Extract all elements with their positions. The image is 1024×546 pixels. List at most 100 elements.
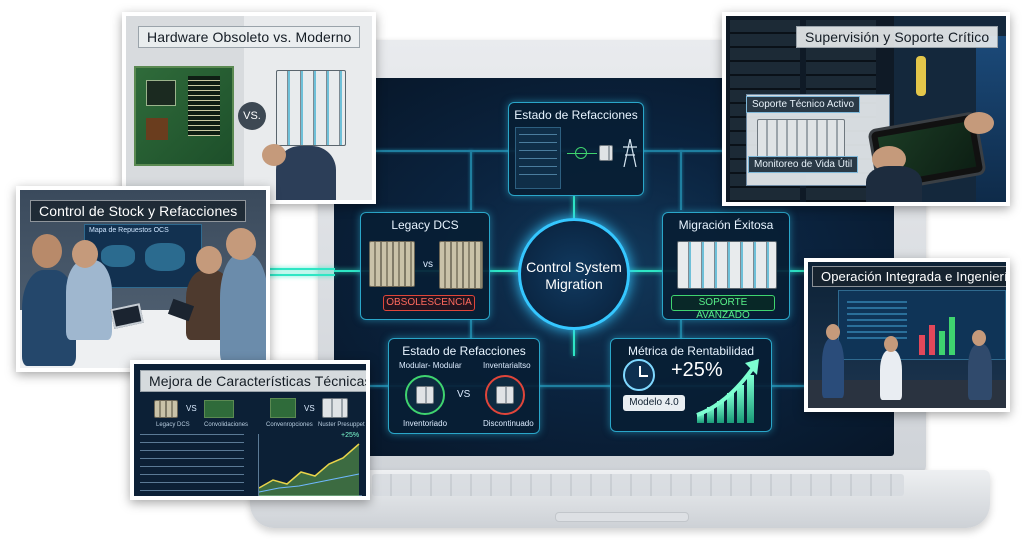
- overlay-label: Monitoreo de Vida Útil: [748, 156, 859, 173]
- connector-line: [265, 274, 335, 276]
- laptop-keyboard: [372, 474, 904, 496]
- circuit-line: [470, 320, 472, 340]
- growth-bar: [707, 407, 714, 423]
- modular-label: Modular- Modular: [399, 361, 462, 370]
- legacy-circuit-board: [134, 66, 234, 166]
- vs-label: vs: [423, 259, 433, 270]
- spec-row: [140, 466, 244, 467]
- chart-tag: +25%: [341, 432, 360, 439]
- vs-label: VS: [457, 389, 471, 400]
- legacy-module-icon: [154, 400, 178, 418]
- board-icon: [204, 400, 234, 418]
- panel-title: Legacy DCS: [391, 218, 459, 232]
- card-title: Mejora de Características Técnicas: [140, 370, 366, 392]
- clock-icon: [623, 359, 655, 391]
- laptop-trackpad: [555, 512, 689, 522]
- growth-bar: [727, 393, 734, 423]
- modern-module-icon: [322, 398, 348, 418]
- vs-label: VS: [304, 404, 315, 413]
- card-supervision-soporte: Soporte Técnico Activo Monitoreo de Vida…: [722, 12, 1010, 206]
- card-title: Operación Integrada e Ingeniería: [812, 266, 1006, 287]
- board-icon: [270, 398, 296, 418]
- panel-estado-refacciones-bottom: Estado de Refacciones Modular- Modular I…: [388, 338, 540, 434]
- hub-line-1: Control System: [526, 259, 622, 275]
- server-unit-icon: [757, 119, 845, 159]
- spec-row: [140, 474, 244, 475]
- legacy-dcs-hardware: [439, 241, 483, 289]
- model-tag: Modelo 4.0: [623, 395, 685, 411]
- vs-label: VS: [186, 404, 197, 413]
- person-head: [72, 240, 98, 268]
- person: [880, 350, 902, 400]
- control-room-screen: [838, 290, 1006, 360]
- column-label: Convolidaciones: [204, 422, 249, 428]
- growth-bar: [697, 413, 704, 423]
- legacy-dcs-hardware: [369, 241, 415, 287]
- person-head: [196, 246, 222, 274]
- spec-row: [140, 482, 244, 483]
- column-label: Convenropciones: [266, 422, 313, 428]
- hub-line-2: Migration: [545, 276, 603, 292]
- person-head: [226, 228, 256, 260]
- person: [220, 254, 266, 364]
- technician-arm: [276, 146, 336, 200]
- inventoried-label: Inventoriado: [403, 419, 448, 428]
- migration-hub: Control System Migration: [518, 218, 630, 330]
- person: [968, 344, 992, 400]
- card-control-stock: Mapa de Repuestos OCS Control de Stock y…: [16, 186, 270, 372]
- spec-row: [140, 434, 244, 435]
- person: [822, 338, 844, 398]
- card-title: Control de Stock y Refacciones: [30, 200, 247, 222]
- circuit-line: [573, 195, 575, 225]
- comparison-chart: +25%: [258, 432, 362, 496]
- panel-migracion-exitosa: Migración Éxitosa SOPORTE AVANZADO: [662, 212, 790, 321]
- card-mejora-caracteristicas: Mejora de Características Técnicas VS VS…: [130, 360, 370, 500]
- module-icon: [496, 386, 514, 404]
- cable-bundle: [916, 56, 926, 96]
- panel-title: Estado de Refacciones: [514, 108, 638, 122]
- spec-row: [140, 450, 244, 451]
- modern-plc-module: [276, 70, 346, 146]
- spec-row: [140, 490, 244, 491]
- circuit-line: [573, 328, 575, 356]
- overlay-label: Soporte Técnico Activo: [746, 96, 861, 113]
- circuit-line: [470, 150, 472, 210]
- node-icon: [575, 147, 587, 159]
- modern-plc-hardware: [677, 241, 777, 289]
- growth-arrow-icon: [696, 359, 759, 417]
- card-title: Hardware Obsoleto vs. Moderno: [138, 26, 361, 48]
- connector-line: [265, 268, 335, 270]
- growth-bar: [717, 401, 724, 423]
- inventory-label: Inventarialtso: [483, 361, 531, 370]
- person-head: [32, 234, 62, 268]
- discontinued-ring: [485, 375, 525, 415]
- person-head: [972, 330, 986, 346]
- obsolescence-badge: OBSOLESCENCIA: [383, 295, 475, 311]
- person: [66, 260, 112, 340]
- panel-estado-refacciones-top: Estado de Refacciones: [508, 102, 644, 196]
- growth-bar: [747, 375, 754, 423]
- panel-legacy-dcs: Legacy DCS vs OBSOLESCENCIA: [360, 212, 490, 320]
- power-tower-icon: [623, 139, 637, 167]
- circuit-line: [680, 320, 682, 340]
- hand: [964, 112, 994, 134]
- panel-title: Métrica de Rentabilidad: [627, 344, 755, 358]
- column-label: Nuster Presuppet: [318, 422, 365, 428]
- spec-row: [140, 458, 244, 459]
- spec-row: [140, 442, 244, 443]
- growth-bar: [737, 385, 744, 423]
- wall-map-screen: Mapa de Repuestos OCS: [84, 224, 202, 288]
- module-icon: [416, 386, 434, 404]
- panel-title: Migración Éxitosa: [678, 218, 774, 232]
- inventoried-ring: [405, 375, 445, 415]
- technician-hand: [262, 144, 286, 166]
- person-head: [884, 336, 898, 352]
- panel-title: Estado de Refacciones: [402, 344, 526, 358]
- map-label: Mapa de Repuestos OCS: [89, 227, 169, 234]
- roi-value: +25%: [671, 359, 723, 381]
- card-title: Supervisión y Soporte Crítico: [796, 26, 999, 48]
- circuit-line: [680, 150, 682, 210]
- card-hardware-obsoleto: VS. Hardware Obsoleto vs. Moderno: [122, 12, 376, 204]
- vs-badge: VS.: [238, 102, 266, 130]
- spares-table: [515, 127, 561, 189]
